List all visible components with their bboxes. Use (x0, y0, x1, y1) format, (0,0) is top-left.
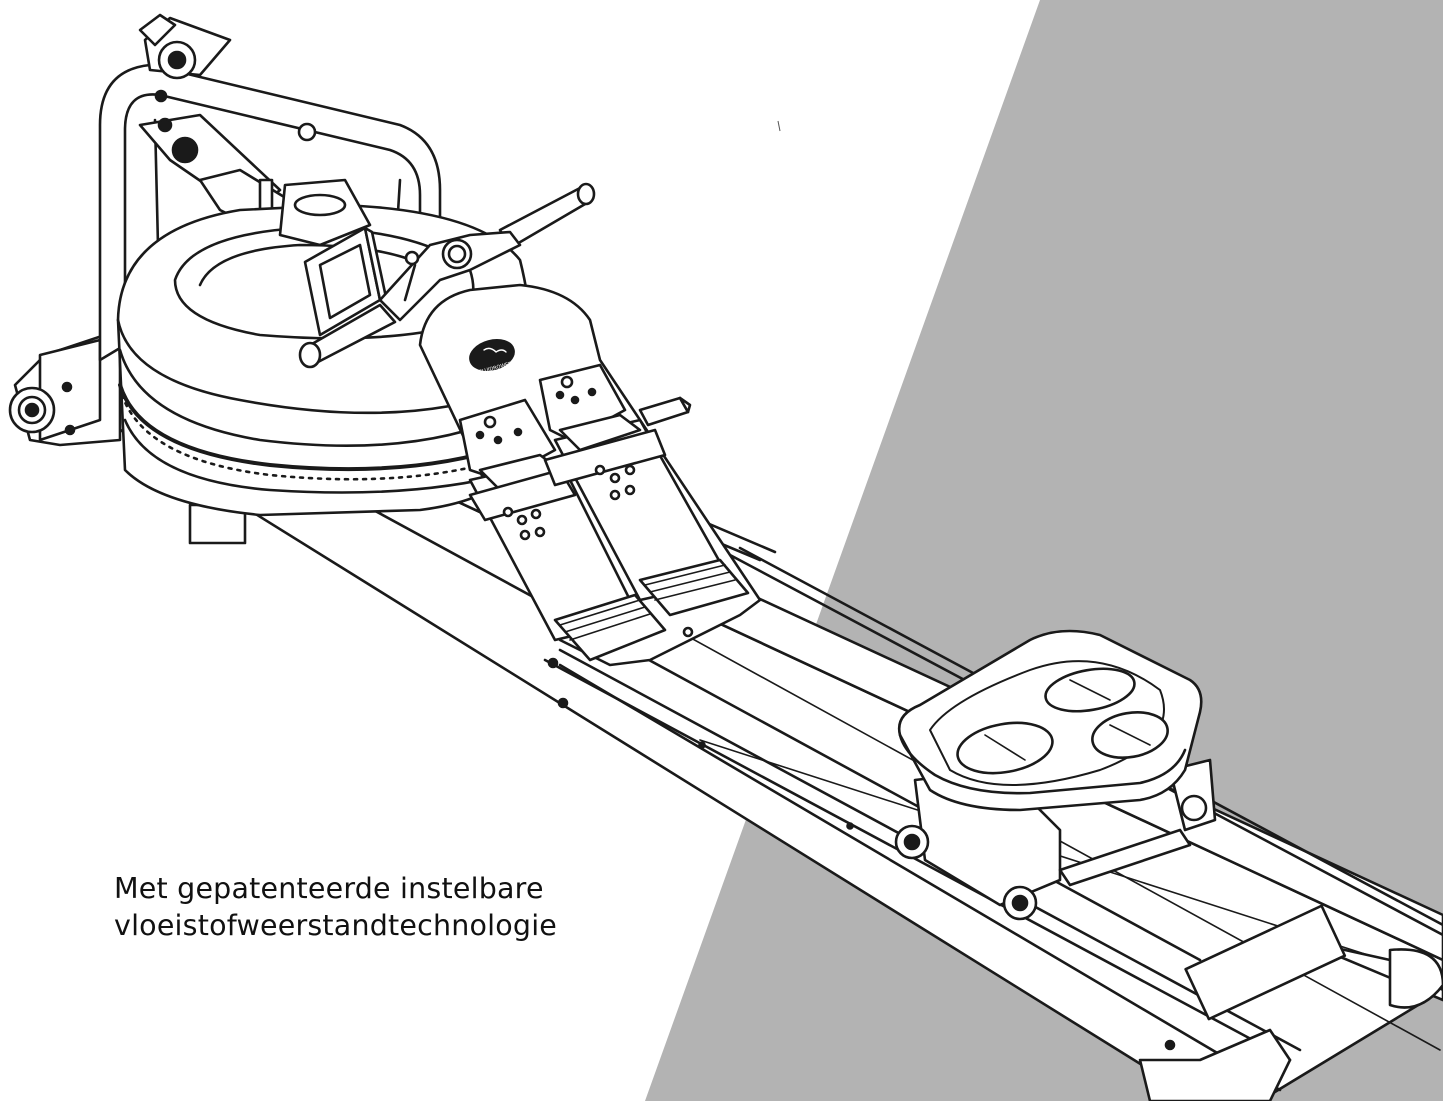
monitor (303, 226, 389, 337)
front-stabilizer (8, 328, 247, 545)
caption: Met gepatenteerde instelbare vloeistofwe… (114, 870, 557, 944)
caption-line-1: Met gepatenteerde instelbare (114, 872, 544, 905)
foot-pedal-right (538, 363, 750, 638)
handle-bar (298, 182, 596, 369)
caption-line-2: vloeistofweerstandtechnologie (114, 909, 558, 942)
foot-pedal-left (458, 398, 667, 662)
seat (894, 629, 1217, 921)
